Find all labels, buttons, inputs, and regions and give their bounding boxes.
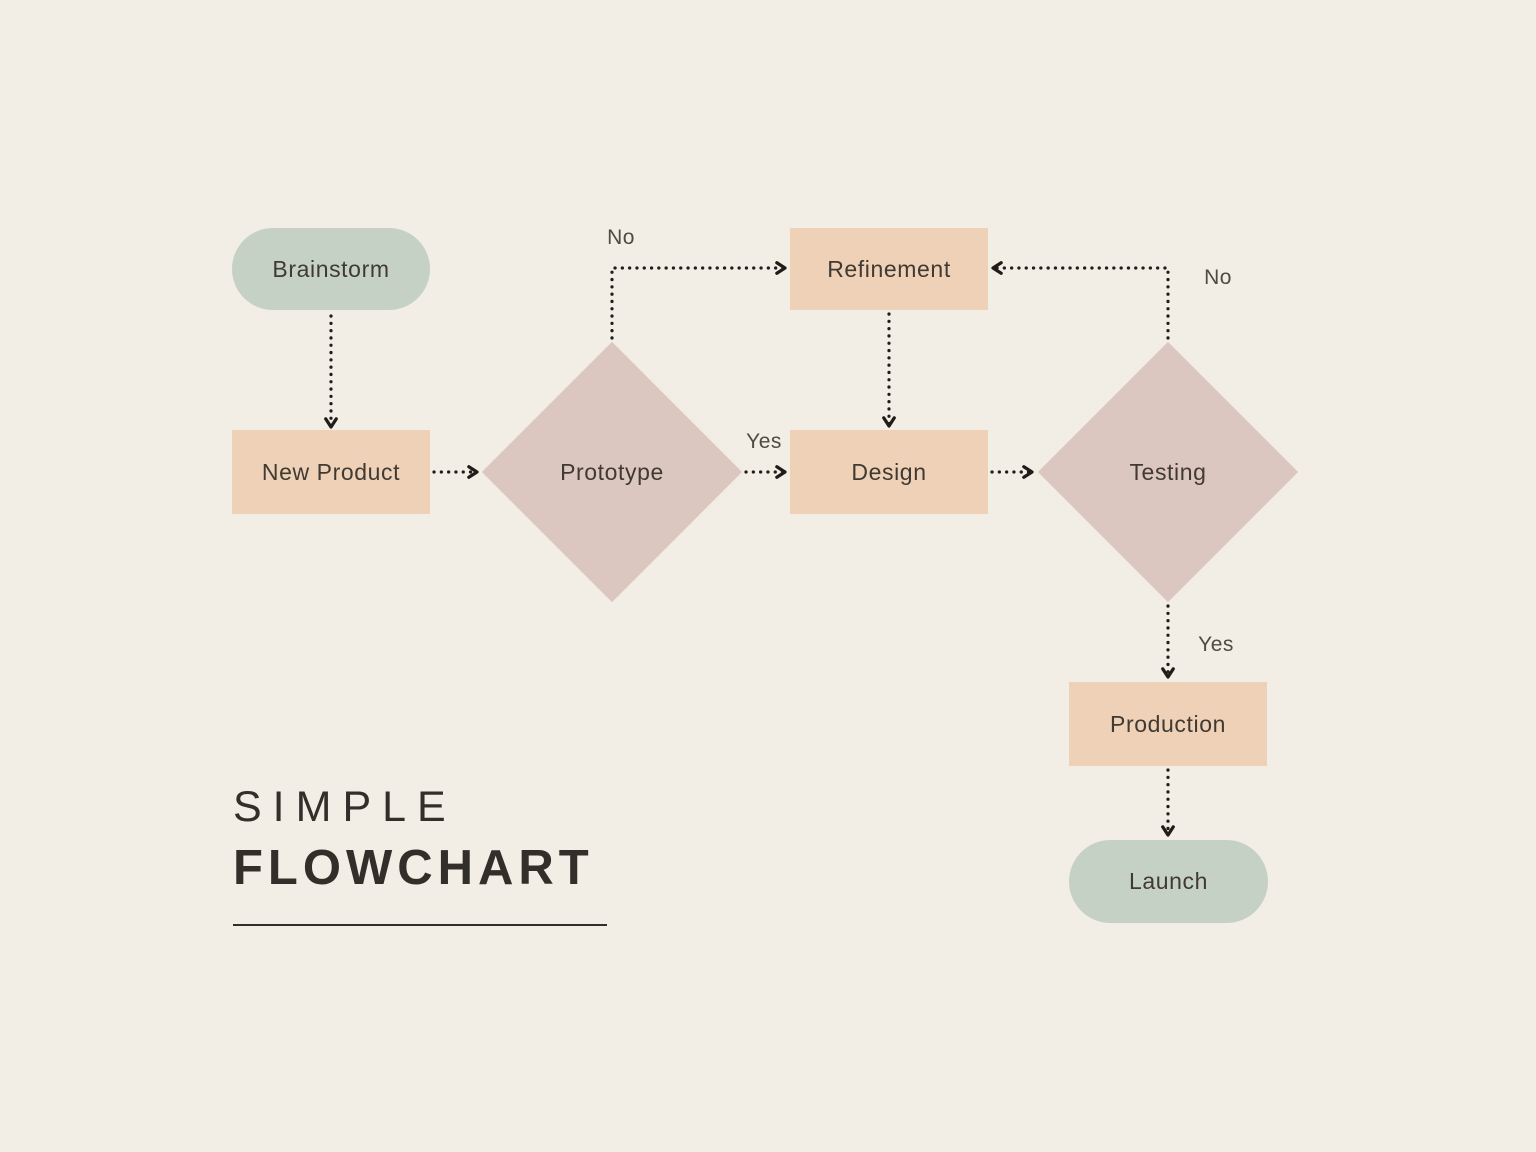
title-underline: [233, 924, 607, 926]
node-production-label: Production: [1110, 710, 1226, 737]
node-brainstorm-label: Brainstorm: [272, 255, 390, 282]
node-refinement-label: Refinement: [827, 255, 951, 282]
edge-label-testing-no: No: [1204, 266, 1232, 289]
node-new-product-label: New Product: [261, 458, 401, 485]
node-launch: Launch: [1069, 840, 1268, 923]
title-block: SIMPLE FLOWCHART: [233, 786, 607, 926]
node-design-label: Design: [851, 458, 927, 485]
node-brainstorm: Brainstorm: [232, 228, 430, 310]
edge-label-prototype-yes: Yes: [746, 430, 782, 453]
node-prototype: Prototype: [481, 341, 743, 603]
title-line-simple: SIMPLE: [233, 783, 457, 831]
edge-testing-refinement-no: [991, 261, 1170, 340]
node-testing: Testing: [1037, 341, 1299, 603]
node-refinement: Refinement: [790, 228, 988, 310]
node-launch-label: Launch: [1128, 868, 1209, 894]
edge-label-testing-yes: Yes: [1198, 633, 1234, 656]
node-new-product: New Product: [232, 430, 430, 514]
title-line-flowchart: FLOWCHART: [233, 841, 594, 895]
node-design: Design: [790, 430, 988, 514]
node-testing-label: Testing: [1129, 458, 1207, 485]
node-production: Production: [1069, 682, 1267, 766]
edge-label-prototype-no: No: [607, 226, 635, 249]
node-prototype-label: Prototype: [560, 458, 664, 485]
edge-prototype-refinement-no: [610, 261, 787, 340]
